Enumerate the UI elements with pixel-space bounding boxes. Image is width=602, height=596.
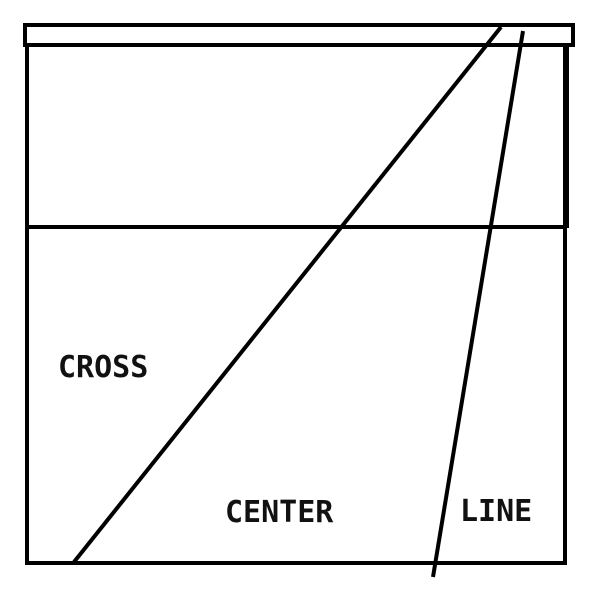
outer-frame xyxy=(25,43,567,565)
label-center: CENTER xyxy=(225,495,334,530)
label-line: LINE xyxy=(460,494,532,529)
diagonal-line-right xyxy=(431,30,525,578)
label-cross: CROSS xyxy=(58,350,148,385)
diagonal-line-left xyxy=(72,25,503,564)
